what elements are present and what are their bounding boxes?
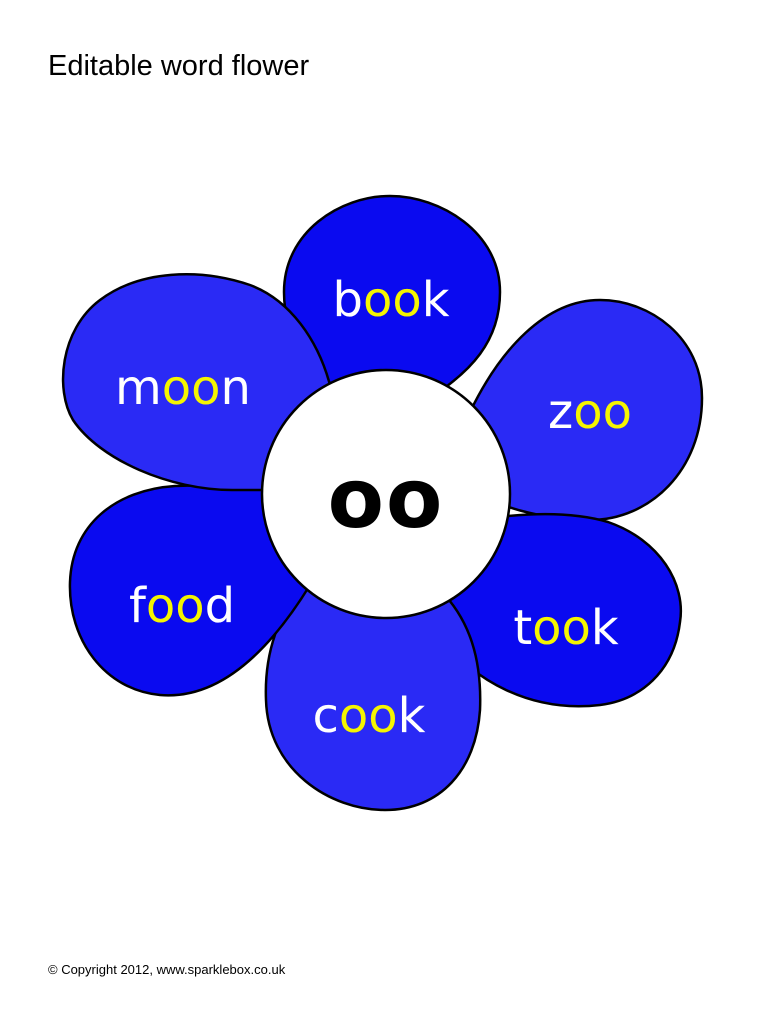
highlighted-letters: oo	[362, 272, 422, 328]
petal-word-food: food	[129, 582, 235, 630]
word-letters: k	[590, 600, 619, 656]
word-letters: m	[115, 360, 162, 416]
petal-word-took: took	[513, 604, 618, 652]
word-letters: n	[220, 360, 251, 416]
word-letters: d	[204, 578, 236, 634]
word-letters: z	[548, 384, 574, 440]
word-letters: t	[513, 600, 533, 656]
highlighted-letters: oo	[145, 578, 205, 634]
word-letters: f	[128, 578, 146, 634]
copyright-footer: © Copyright 2012, www.sparklebox.co.uk	[48, 962, 286, 977]
page-title: Editable word flower	[48, 50, 310, 82]
flower-center	[260, 368, 512, 620]
word-letters: k	[421, 272, 450, 328]
petal-word-zoo: zoo	[548, 388, 632, 436]
word-letters: k	[397, 688, 426, 744]
center-sound: oo	[327, 452, 445, 547]
highlighted-letters: oo	[338, 688, 398, 744]
petal-word-cook: cook	[313, 692, 426, 740]
petal-word-book: book	[333, 276, 450, 324]
petal-moon	[61, 273, 332, 492]
petal-word-moon: moon	[115, 364, 251, 412]
highlighted-letters: oo	[161, 360, 221, 416]
word-letters: b	[332, 272, 363, 328]
word-letters: c	[312, 688, 339, 744]
highlighted-letters: oo	[573, 384, 632, 440]
petal-food	[68, 484, 312, 697]
highlighted-letters: oo	[532, 600, 591, 656]
